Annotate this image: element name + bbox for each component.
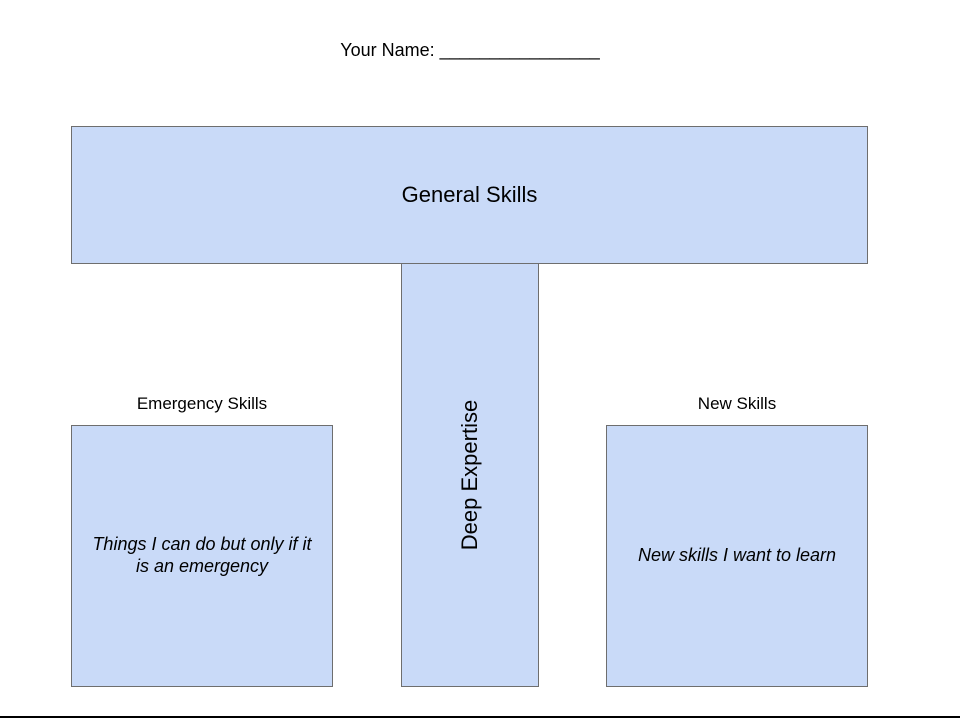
new-skills-box: New skills I want to learn <box>606 425 868 687</box>
bottom-divider <box>0 716 960 718</box>
emergency-skills-description: Things I can do but only if it is an eme… <box>92 534 312 576</box>
general-skills-box: General Skills <box>71 126 868 264</box>
new-skills-heading: New Skills <box>697 394 777 413</box>
emergency-skills-box: Things I can do but only if it is an eme… <box>71 425 333 687</box>
general-skills-label: General Skills <box>401 182 538 207</box>
deep-expertise-box: Deep Expertise <box>401 263 539 687</box>
new-skills-description: New skills I want to learn <box>637 545 837 566</box>
emergency-skills-heading: Emergency Skills <box>136 394 268 413</box>
your-name-prompt: Your Name: ________________ <box>340 40 600 60</box>
deep-expertise-label: Deep Expertise <box>457 399 482 550</box>
